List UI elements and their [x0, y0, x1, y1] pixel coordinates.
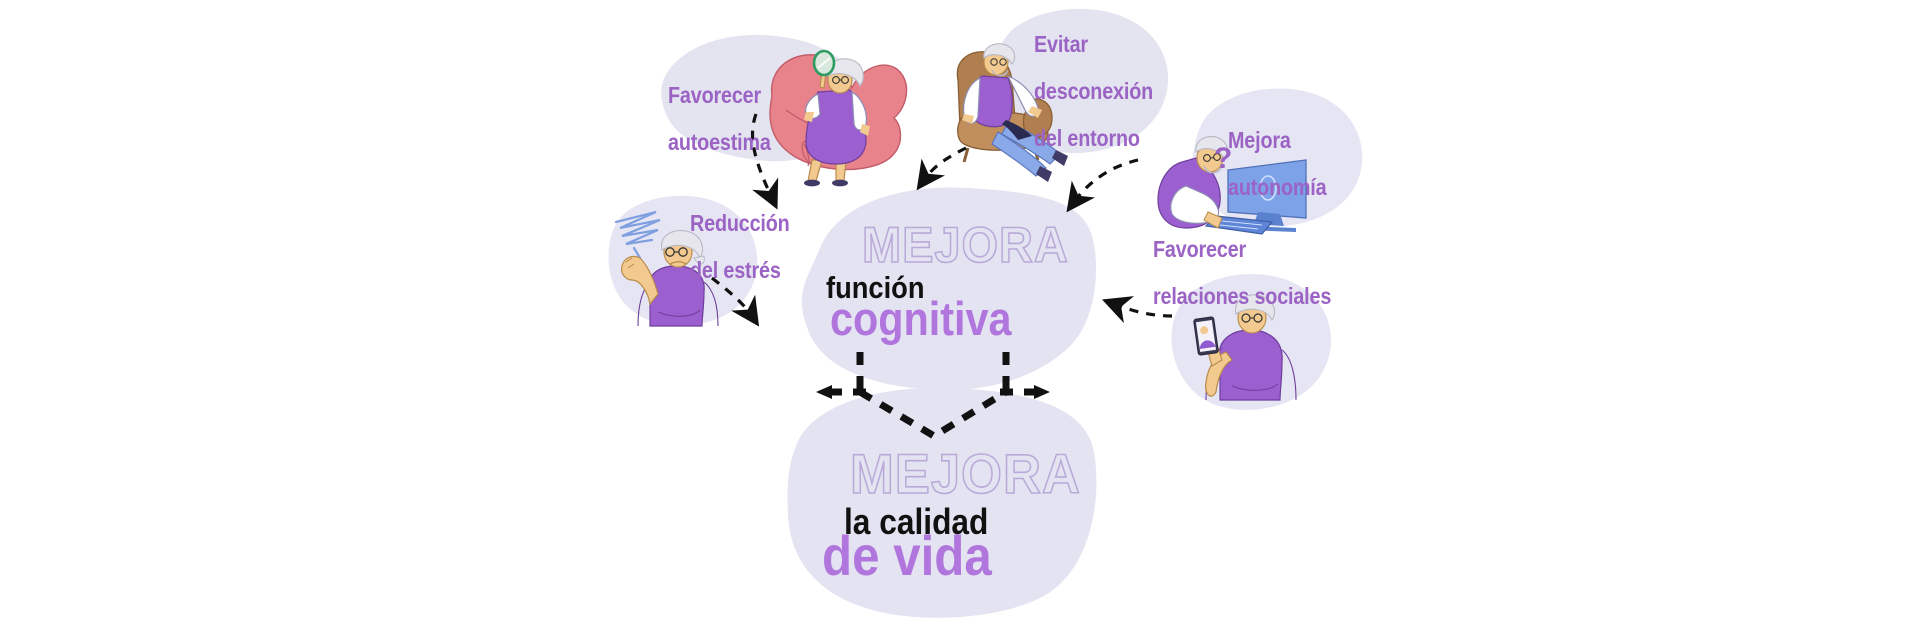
bottom-headline: MEJORA la calidad de vida	[820, 442, 1096, 587]
label-line-1: Mejora	[1228, 127, 1291, 154]
label-reduccion-estres: Reducción del estrés	[690, 189, 790, 306]
bottom-calidad: calidad	[879, 500, 989, 542]
label-favorecer-relaciones: Favorecer relaciones sociales	[1153, 215, 1331, 332]
illustration-stressed-woman	[614, 210, 719, 327]
bottom-mejora-outline: MEJORA	[849, 442, 1081, 505]
label-line-2: autonomía	[1228, 174, 1327, 201]
label-line-2: desconexión	[1034, 78, 1154, 105]
center-headline: MEJORA función cognitiva	[826, 217, 1082, 345]
bottom-de-vida: de vida	[822, 523, 992, 587]
center-cognitiva: cognitiva	[830, 291, 1012, 345]
center-funcion: función	[826, 270, 925, 305]
arrow-autonomia	[1066, 158, 1139, 213]
label-line-2: del estrés	[690, 257, 781, 284]
arrow-relaciones	[1102, 296, 1173, 324]
label-line-1: Evitar	[1034, 31, 1088, 58]
label-line-3: del entorno	[1034, 125, 1140, 152]
connector-arrowhead-left	[816, 385, 832, 399]
label-line-1: Reducción	[690, 210, 790, 237]
arrow-autoestima	[750, 113, 779, 210]
arrow-estres	[711, 276, 760, 327]
label-favorecer-autoestima: Favorecer autoestima	[668, 61, 771, 178]
bottom-la-calidad: la calidad	[844, 503, 1065, 539]
connector-arrowhead-right	[1034, 385, 1050, 399]
label-line-1: Favorecer	[1153, 236, 1247, 263]
illustration-man-armchair	[956, 43, 1068, 182]
illustration-woman-pink-chair	[769, 49, 908, 187]
question-mark-icon: ?	[1214, 142, 1232, 175]
bottom-la: la	[844, 500, 871, 542]
label-line-2: autoestima	[668, 129, 771, 156]
blob-center	[801, 187, 1097, 391]
label-line-1: Favorecer	[668, 82, 762, 109]
arrow-desconexion	[916, 146, 967, 191]
blob-bottom	[787, 387, 1097, 618]
connector-down-arrow	[824, 352, 1042, 441]
illustration-man-computer: ?	[1157, 135, 1307, 235]
illustration-woman-phone	[1193, 294, 1297, 401]
label-line-2: relaciones sociales	[1153, 283, 1332, 310]
center-mejora-outline: MEJORA	[861, 217, 1069, 273]
label-evitar-desconexion: Evitar desconexión del entorno	[1034, 10, 1153, 174]
label-mejora-autonomia: Mejora autonomía	[1228, 106, 1327, 223]
